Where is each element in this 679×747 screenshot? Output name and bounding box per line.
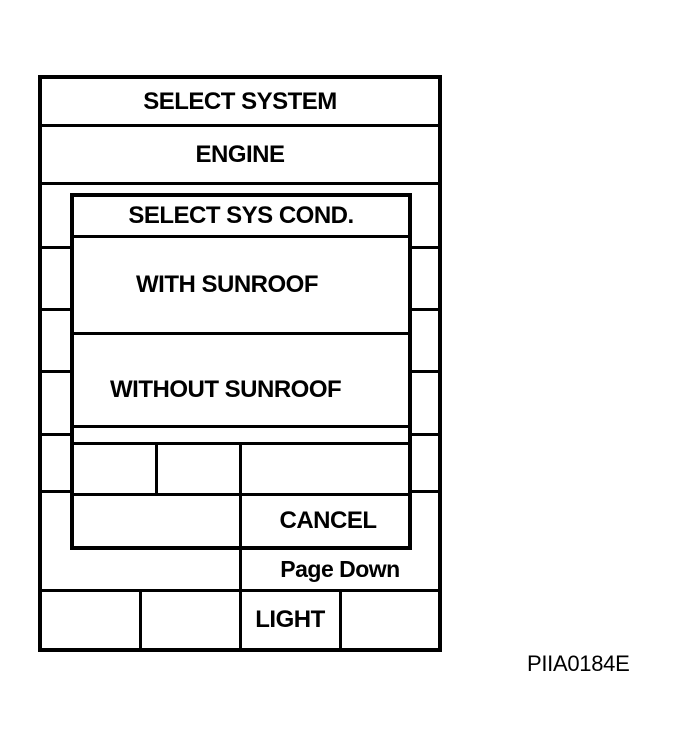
divider bbox=[339, 592, 342, 648]
divider bbox=[410, 246, 438, 249]
page-down-button[interactable]: Page Down bbox=[280, 555, 400, 582]
divider bbox=[42, 182, 438, 185]
soft-key-2[interactable] bbox=[142, 592, 239, 648]
divider bbox=[42, 490, 72, 493]
divider bbox=[74, 425, 408, 428]
divider bbox=[155, 445, 158, 493]
divider bbox=[42, 124, 438, 127]
screen-frame bbox=[38, 75, 442, 652]
light-button[interactable]: LIGHT bbox=[255, 606, 325, 633]
divider bbox=[74, 442, 408, 445]
system-item-engine[interactable]: ENGINE bbox=[195, 141, 285, 168]
soft-key-1[interactable] bbox=[42, 592, 139, 648]
divider bbox=[239, 592, 242, 648]
figure-code: PIIA0184E bbox=[527, 651, 630, 676]
soft-key-4[interactable] bbox=[342, 592, 438, 648]
divider bbox=[139, 592, 142, 648]
option-with-sunroof[interactable]: WITH SUNROOF bbox=[136, 271, 318, 298]
divider bbox=[42, 246, 72, 249]
divider bbox=[42, 433, 72, 436]
dialog-blank-key-3[interactable] bbox=[242, 445, 408, 493]
divider bbox=[410, 490, 438, 493]
divider bbox=[410, 433, 438, 436]
divider bbox=[42, 589, 438, 592]
divider bbox=[410, 308, 438, 311]
dialog-title: SELECT SYS COND. bbox=[128, 202, 354, 229]
divider bbox=[42, 370, 72, 373]
option-without-sunroof[interactable]: WITHOUT SUNROOF bbox=[110, 375, 342, 403]
divider bbox=[74, 235, 408, 238]
cancel-button[interactable]: CANCEL bbox=[279, 507, 378, 534]
dialog-blank-key-4[interactable] bbox=[74, 496, 239, 546]
blank-soft-key[interactable] bbox=[42, 550, 240, 590]
divider bbox=[74, 493, 408, 496]
screen-header: SELECT SYSTEM bbox=[143, 88, 337, 115]
divider bbox=[74, 332, 408, 335]
dialog-blank-key-1[interactable] bbox=[74, 445, 155, 493]
dialog-blank-key-2[interactable] bbox=[158, 445, 239, 493]
divider bbox=[42, 308, 72, 311]
divider bbox=[239, 550, 242, 590]
divider bbox=[410, 370, 438, 373]
